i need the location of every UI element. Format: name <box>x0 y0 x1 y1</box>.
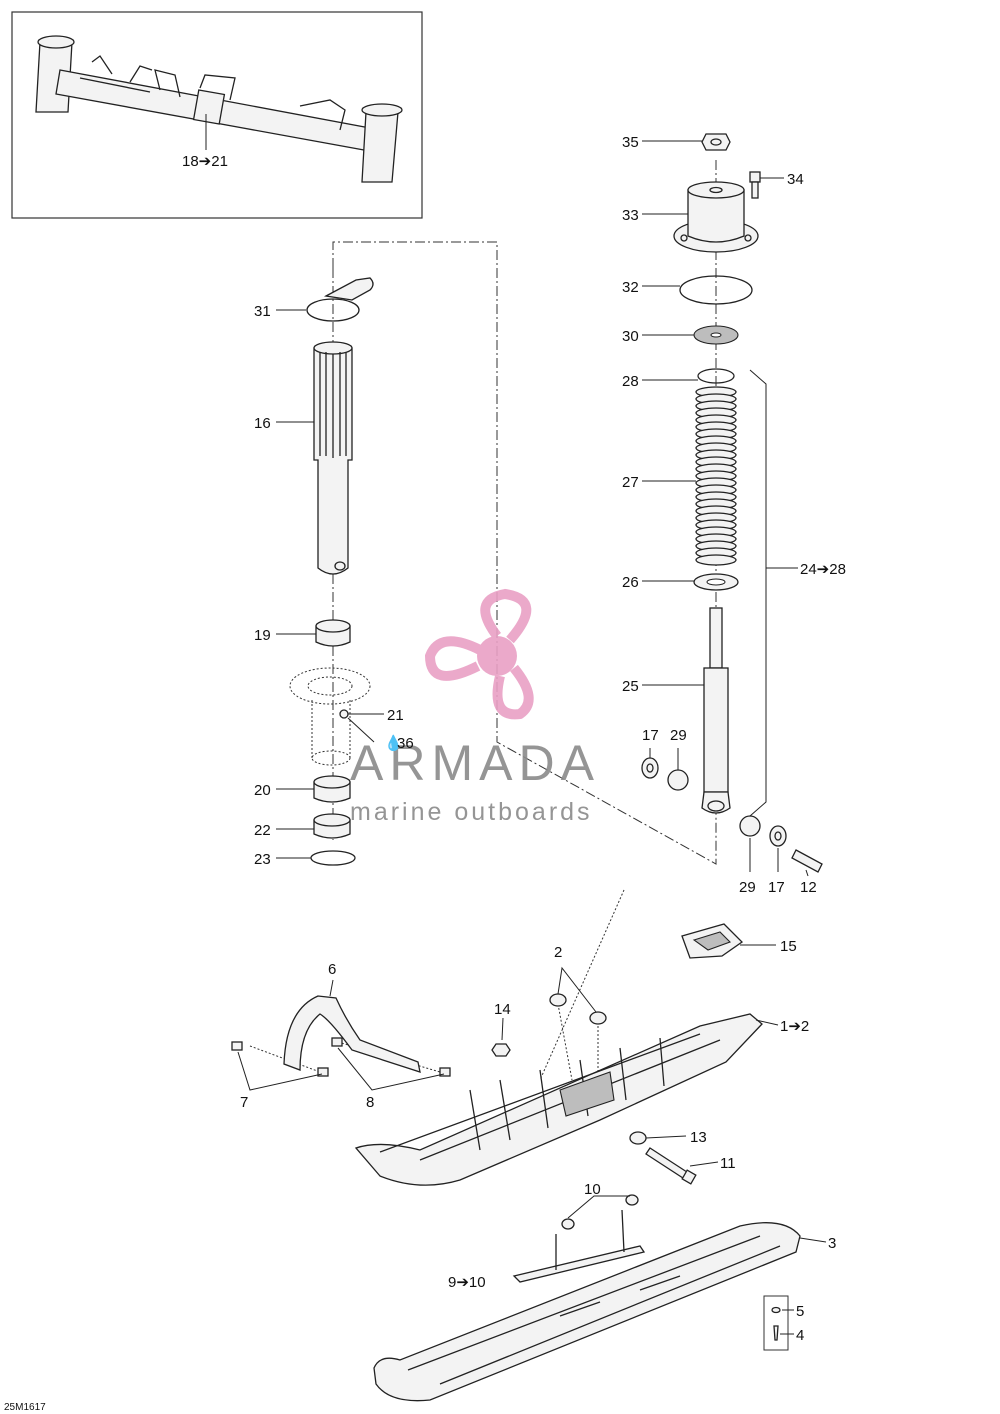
watermark-brand: ARMADA <box>350 735 600 791</box>
part-handle-6 <box>283 995 421 1073</box>
label-14: 14 <box>494 1001 511 1018</box>
ski-assembly <box>231 923 801 1402</box>
label-18-21: 18➔21 <box>182 153 228 170</box>
part-runner-9 <box>512 1194 646 1283</box>
part-spring-seat-28 <box>697 368 735 384</box>
armada-watermark: ARMADA marine outboards <box>350 588 600 826</box>
label-17-left: 17 <box>642 727 659 744</box>
label-9-10: 9➔10 <box>448 1274 486 1291</box>
label-13: 13 <box>690 1129 707 1146</box>
label-21: 21 <box>387 707 404 724</box>
label-23: 23 <box>254 851 271 868</box>
label-31: 31 <box>254 303 271 320</box>
part-washer-13 <box>629 1131 647 1145</box>
part-circlip-23 <box>310 850 356 866</box>
part-spring-27 <box>695 386 737 566</box>
part-nut-14 <box>491 1043 511 1057</box>
label-30: 30 <box>622 328 639 345</box>
callout-labels: 35 34 33 32 30 28 27 26 25 24➔28 31 16 1… <box>240 134 846 1344</box>
part-bolts-7 <box>231 1041 329 1077</box>
label-3: 3 <box>828 1235 836 1252</box>
label-26: 26 <box>622 574 639 591</box>
label-17-right: 17 <box>768 879 785 896</box>
label-35: 35 <box>622 134 639 151</box>
part-nut-35 <box>701 133 731 151</box>
label-16: 16 <box>254 415 271 432</box>
label-2: 2 <box>554 944 562 961</box>
part-ski-sole-3 <box>373 1222 801 1402</box>
armada-propeller-logo <box>424 588 534 720</box>
label-29-right: 29 <box>739 879 756 896</box>
leader-lines <box>237 140 827 1335</box>
label-25: 25 <box>622 678 639 695</box>
part-bolt-11 <box>645 1147 697 1185</box>
label-4: 4 <box>796 1327 804 1344</box>
part-washer-30 <box>693 325 739 345</box>
part-shock-25 <box>701 607 731 814</box>
label-27: 27 <box>622 474 639 491</box>
hardware-inset-4-5 <box>763 1295 789 1351</box>
label-8: 8 <box>366 1094 374 1111</box>
inset-frame-box: 18➔21 <box>11 11 423 219</box>
label-34: 34 <box>787 171 804 188</box>
label-12: 12 <box>800 879 817 896</box>
label-24-28: 24➔28 <box>800 561 846 578</box>
part-bushings-2 <box>549 993 607 1025</box>
part-ski-1 <box>354 1013 763 1186</box>
label-36: 36 <box>397 735 414 752</box>
drop-icon: 💧 <box>384 734 403 752</box>
label-22: 22 <box>254 822 271 839</box>
part-bushing-19 <box>315 619 351 647</box>
label-29-left: 29 <box>670 727 687 744</box>
part-bolt-34 <box>749 171 761 199</box>
spring-coil <box>695 554 737 566</box>
part-bushing-29b <box>739 815 761 837</box>
part-housing-plate <box>289 667 371 766</box>
part-bushing-22 <box>313 813 351 839</box>
label-28: 28 <box>622 373 639 390</box>
part-bushing-17a <box>641 757 659 779</box>
label-20: 20 <box>254 782 271 799</box>
label-5: 5 <box>796 1303 804 1320</box>
frame-right-housing <box>361 103 403 183</box>
diagram-id: 25M1617 <box>4 1402 46 1413</box>
label-10: 10 <box>584 1181 601 1198</box>
part-spindle-16 <box>313 341 353 575</box>
part-pin-12 <box>791 849 823 873</box>
label-7: 7 <box>240 1094 248 1111</box>
part-bushing-20 <box>313 775 351 803</box>
part-spring-seat-26 <box>693 573 739 591</box>
label-1-2: 1➔2 <box>780 1018 809 1035</box>
watermark-tagline: marine outboards <box>350 798 593 826</box>
part-clip-32 <box>679 275 753 305</box>
part-steering-arm-31 <box>306 277 374 322</box>
label-33: 33 <box>622 207 639 224</box>
part-bolts-8 <box>331 1037 451 1077</box>
part-bushing-17b <box>769 825 787 847</box>
shock-assembly <box>641 133 823 873</box>
part-pad-15 <box>681 923 744 959</box>
label-19: 19 <box>254 627 271 644</box>
label-11: 11 <box>720 1155 736 1172</box>
part-grease-fitting-21 <box>339 709 349 719</box>
label-15: 15 <box>780 938 797 955</box>
part-upper-mount-33 <box>673 181 759 253</box>
label-32: 32 <box>622 279 639 296</box>
spindle-assembly <box>289 277 374 866</box>
label-6: 6 <box>328 961 336 978</box>
frame-crossmember <box>55 55 371 151</box>
part-bushing-29a <box>667 769 689 791</box>
